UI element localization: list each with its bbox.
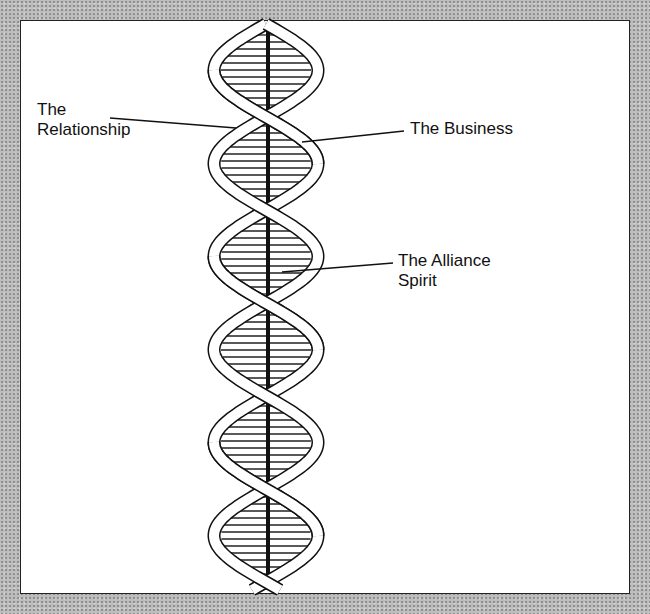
helix-strand: [214, 24, 318, 590]
helix-strand: [214, 24, 318, 590]
leader-line: [302, 131, 404, 142]
leader-line: [282, 263, 393, 272]
inner-panel: [20, 20, 630, 594]
helix-strand-fill: [214, 70, 318, 164]
helix-strand: [214, 442, 318, 536]
helix-strand: [214, 70, 318, 164]
helix-strand-fill: [214, 24, 318, 590]
helix-strand-fill: [214, 442, 318, 536]
part-label: The Alliance Spirit: [398, 251, 528, 291]
part-label: The Business: [410, 119, 513, 139]
helix-strand-fill: [214, 24, 318, 590]
part-label: The Relationship: [37, 100, 147, 140]
